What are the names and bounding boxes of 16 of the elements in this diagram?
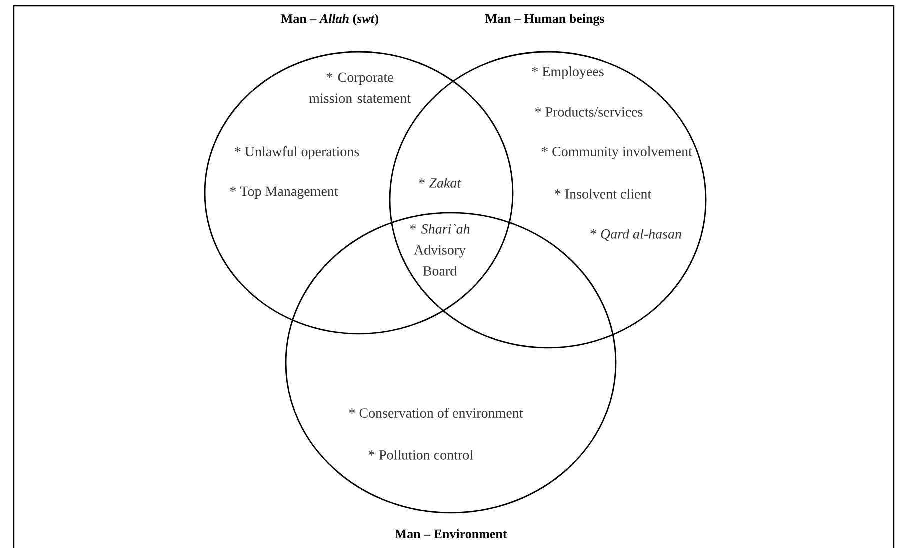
item-text: *Qard al-hasan	[590, 228, 682, 241]
item-text: *Zakat	[419, 178, 462, 188]
item-text: * Conservation of environment	[349, 408, 524, 418]
item-text: * Employees	[532, 66, 604, 80]
item-text: * Corporate mission statement	[309, 72, 411, 104]
item-text: *Shari`ah Advisory Board	[410, 224, 470, 276]
item-text: * Unlawful operations	[235, 146, 360, 160]
item-text: * Insolvent client	[555, 189, 652, 199]
circle-heading: Man – Environment	[395, 529, 508, 539]
item-text: * Pollution control	[369, 450, 474, 460]
venn-circle	[204, 51, 514, 335]
item-text: * Products/services	[535, 107, 643, 117]
circle-heading: Man – Human beings	[485, 14, 604, 26]
item-text: * Top Management	[230, 186, 338, 200]
item-text: * Community involvement	[542, 146, 692, 160]
circle-heading: Man – Allah (swt)	[281, 14, 379, 26]
